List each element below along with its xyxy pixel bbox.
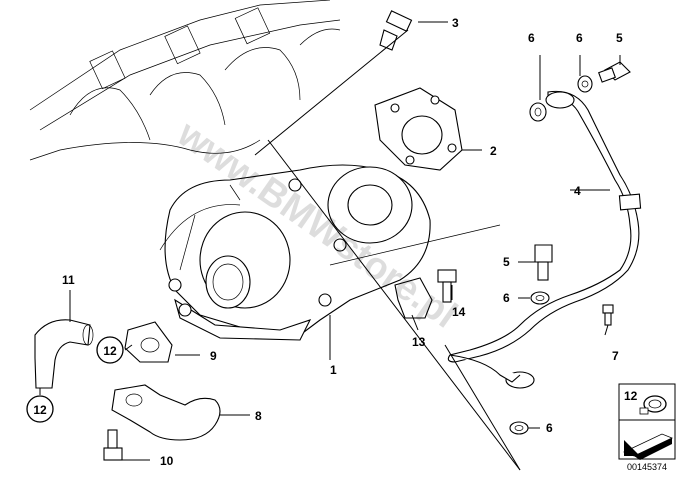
diagram-number: 00145374 bbox=[627, 462, 667, 472]
exhaust-manifold bbox=[29, 0, 341, 161]
oil-return-pipe bbox=[111, 384, 221, 441]
bracket bbox=[394, 277, 433, 319]
callout-12-middle: 12 bbox=[96, 336, 124, 364]
bolt-small bbox=[602, 304, 614, 326]
callout-12-left-text: 12 bbox=[33, 403, 47, 417]
callout-6-left: 6 bbox=[528, 31, 535, 45]
callout-14: 14 bbox=[452, 305, 466, 319]
callout-13: 13 bbox=[412, 335, 426, 349]
bolt-lower bbox=[103, 429, 123, 461]
turbocharger bbox=[159, 164, 501, 341]
banjo-bolt-upper bbox=[598, 61, 631, 83]
hose-clamp-icon bbox=[639, 395, 667, 415]
callout-6-middle: 6 bbox=[503, 291, 510, 305]
washers bbox=[509, 75, 593, 435]
arrow-icon bbox=[623, 433, 673, 460]
callout-11: 11 bbox=[62, 273, 75, 287]
callout-12-left: 12 bbox=[26, 395, 54, 423]
bolt bbox=[379, 10, 413, 51]
banjo-bolt-lower bbox=[534, 244, 553, 281]
callout-5-lower: 5 bbox=[503, 255, 510, 269]
callout-2: 2 bbox=[490, 144, 497, 158]
bolt-bracket bbox=[437, 269, 457, 303]
oil-feed-pipe bbox=[447, 90, 642, 389]
callout-6-right: 6 bbox=[576, 31, 583, 45]
callout-12-middle-text: 12 bbox=[103, 344, 117, 358]
callout-4: 4 bbox=[574, 184, 581, 198]
callout-8: 8 bbox=[255, 409, 262, 423]
gasket bbox=[374, 87, 463, 171]
callout-1: 1 bbox=[330, 363, 337, 377]
legend-box: 12 bbox=[618, 383, 676, 460]
callout-7: 7 bbox=[612, 349, 619, 363]
hose bbox=[34, 319, 94, 389]
callout-6-bottom: 6 bbox=[546, 421, 553, 435]
flange-gasket bbox=[124, 321, 173, 363]
callout-labels: 1 2 3 4 5 5 6 6 6 6 7 8 9 10 11 13 14 bbox=[62, 16, 623, 468]
callout-3: 3 bbox=[452, 16, 459, 30]
leader-lines bbox=[39, 21, 621, 471]
callout-5-upper: 5 bbox=[616, 31, 623, 45]
callout-10: 10 bbox=[160, 454, 174, 468]
callout-9: 9 bbox=[210, 349, 217, 363]
legend-callout-12: 12 bbox=[624, 389, 638, 403]
